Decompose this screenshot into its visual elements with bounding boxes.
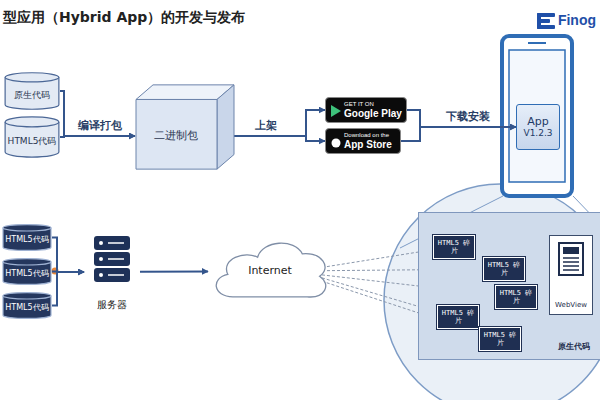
html5-fragment: HTML5 碎片	[483, 257, 525, 281]
edge-label: 上架	[252, 118, 280, 133]
html5-fragment: HTML5 碎片	[495, 285, 537, 309]
edge-label: 下载安装	[443, 109, 493, 124]
zoom-circle	[384, 184, 600, 400]
code-cylinder: HTML5代码	[2, 292, 52, 319]
node-text: HTML5代码	[5, 235, 48, 244]
node-text: App Store	[344, 139, 392, 151]
server-unit	[94, 268, 130, 282]
connector	[226, 136, 325, 141]
store-badge: GET IT ONGoogle Play	[325, 97, 407, 123]
node-text: HTML5 碎片	[482, 331, 518, 347]
node-text: HTML5代码	[5, 303, 48, 312]
internet-cloud: Internet	[208, 228, 332, 314]
connector	[60, 91, 135, 136]
node-text: WebView	[555, 301, 587, 309]
code-cylinder: HTML5代码	[2, 224, 52, 251]
server-unit	[94, 252, 130, 266]
connector	[407, 110, 516, 127]
page-block	[563, 247, 579, 254]
edge-label: 编译打包	[75, 118, 125, 133]
node-text: 原生代码	[14, 90, 50, 100]
node-text: HTML5代码	[8, 136, 57, 146]
node-text: Internet	[248, 265, 292, 278]
cyl-part	[3, 293, 51, 299]
server-slot	[108, 274, 124, 276]
binary-package: 二进制包	[135, 84, 235, 170]
server-icon: 服务器	[84, 232, 140, 312]
node-text: HTML5代码	[5, 269, 48, 278]
cyl-part	[3, 259, 51, 265]
server-led	[99, 241, 103, 245]
connector	[226, 110, 325, 136]
server-slot	[108, 258, 124, 260]
node-text: HTML5 碎片	[440, 309, 476, 325]
cube-part	[136, 99, 217, 169]
node-text: HTML5 碎片	[498, 289, 534, 305]
server-led	[99, 273, 103, 277]
page-line	[563, 265, 579, 267]
app-box: AppV1.2.3	[516, 104, 560, 150]
cube-shape	[135, 84, 235, 170]
node-text: 原生代码	[558, 342, 590, 351]
webview-box: WebView	[549, 235, 593, 315]
page-line	[563, 261, 579, 263]
page-line	[563, 269, 579, 271]
server-led	[99, 257, 103, 261]
server-slot	[108, 242, 124, 244]
connector	[52, 272, 84, 306]
connector	[52, 238, 84, 273]
html5-fragment: HTML5 碎片	[437, 305, 479, 329]
node-text: 二进制包	[154, 130, 198, 143]
node-text: Google Play	[344, 108, 402, 120]
node-text: GET IT ON	[344, 101, 374, 108]
node-text: 服务器	[97, 299, 127, 311]
cloud-part	[216, 243, 326, 297]
node-text: HTML5 碎片	[436, 239, 472, 255]
node-text: Download on the	[344, 132, 389, 139]
node-text: V1.2.3	[523, 128, 552, 138]
code-cylinder: 原生代码	[4, 72, 60, 110]
cyl-part	[5, 73, 59, 82]
html5-fragment: HTML5 碎片	[479, 327, 521, 351]
node-text: App	[527, 116, 549, 129]
connector	[60, 136, 135, 137]
store-icon	[331, 105, 341, 117]
diagram-title: 型应用（Hybrid App）的开发与发布	[3, 9, 245, 27]
store-glyph	[332, 139, 341, 148]
connector	[401, 127, 516, 141]
cyl-part	[5, 117, 59, 127]
html5-fragment: HTML5 碎片	[433, 235, 475, 259]
phone-outline	[502, 36, 572, 196]
connector	[140, 270, 208, 272]
code-cylinder: HTML5代码	[2, 258, 52, 285]
store-glyph	[331, 105, 341, 117]
cyl-part	[3, 225, 51, 231]
page-line	[563, 257, 579, 259]
store-badge: Download on theApp Store	[325, 128, 401, 154]
page-icon	[559, 243, 583, 275]
node-text: HTML5 碎片	[486, 261, 522, 277]
webview-border	[550, 236, 593, 315]
connector	[322, 250, 433, 268]
code-cylinder: HTML5代码	[4, 116, 60, 158]
phone-screen	[509, 50, 565, 182]
logo-icon	[537, 13, 555, 29]
native-panel: 原生代码 HTML5 碎片 HTML5 碎片 HTML5 碎片 HTML5 碎片 HTML…	[418, 212, 600, 360]
cube-part	[217, 85, 234, 169]
store-icon	[331, 136, 341, 148]
logo-text: Finog	[558, 12, 596, 28]
phone-speaker	[528, 42, 546, 44]
server-unit	[94, 236, 130, 250]
